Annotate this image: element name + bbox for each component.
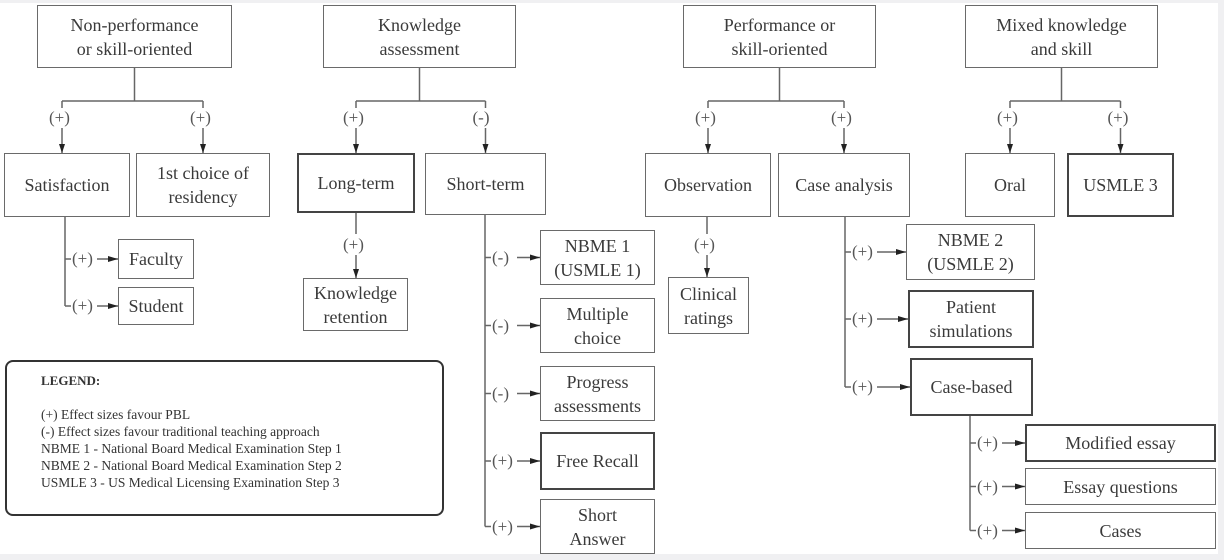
arrow-right-icon [1015,527,1025,534]
effect-sign: (+) [996,108,1019,127]
effect-sign: (+) [976,476,999,496]
effect-sign: (+) [71,296,94,315]
node-free-recall: Free Recall [540,432,655,490]
effect-sign: (+) [342,235,365,254]
node-performance: Performance or skill-oriented [683,5,876,68]
node-long-term: Long-term [297,153,415,213]
node-case-analysis: Case analysis [778,153,910,217]
node-patient-sim: Patient simulations [908,290,1034,348]
arrow-down-icon [353,269,359,278]
arrow-down-icon [353,144,359,153]
effect-sign: (+) [851,309,874,328]
effect-sign: (+) [189,108,212,127]
arrow-right-icon [530,458,540,464]
effect-sign: (+) [851,377,874,396]
arrow-right-icon [1015,440,1025,446]
arrow-down-icon [1007,144,1013,153]
legend-line-pbl: (+) Effect sizes favour PBL [41,407,191,422]
effect-sign: (+) [694,108,717,127]
effect-sign: (+) [491,516,514,536]
effect-sign: (-) [491,383,510,403]
node-observation: Observation [645,153,771,217]
effect-sign: (+) [1106,108,1130,127]
node-cases: Cases [1025,512,1216,549]
node-faculty: Faculty [118,239,194,279]
node-short-answer: Short Answer [540,499,655,554]
effect-sign: (+) [491,451,514,470]
legend-line-usmle3: USMLE 3 - US Medical Licensing Examinati… [41,475,340,490]
arrow-right-icon [1015,483,1025,490]
effect-sign: (+) [851,242,874,261]
legend-line-nbme1: NBME 1 - National Board Medical Examinat… [41,441,342,456]
node-oral: Oral [965,153,1055,217]
node-knowledge-retention: Knowledge retention [303,278,408,331]
node-multiple-choice: Multiple choice [540,298,655,353]
arrow-right-icon [530,254,540,261]
arrow-down-icon [59,144,65,153]
node-case-based: Case-based [910,358,1033,416]
node-knowledge: Knowledge assessment [323,5,516,68]
node-student: Student [118,287,194,325]
right-border [1218,0,1224,560]
effect-sign: (-) [471,108,491,127]
node-residency: 1st choice of residency [136,153,270,217]
node-nbme1: NBME 1 (USMLE 1) [540,230,655,285]
arrow-down-icon [200,144,206,153]
node-mixed: Mixed knowledge and skill [965,5,1158,68]
arrow-right-icon [530,322,540,329]
node-progress: Progress assessments [540,366,655,421]
arrow-down-icon [1117,144,1124,153]
bottom-border [0,554,1224,560]
arrow-right-icon [108,303,118,309]
arrow-down-icon [704,268,710,277]
arrow-right-icon [530,390,540,397]
node-usmle3: USMLE 3 [1067,153,1174,217]
effect-sign: (-) [491,247,510,267]
effect-sign: (-) [491,315,510,335]
effect-sign: (+) [342,108,365,127]
arrow-down-icon [841,144,847,153]
arrow-right-icon [108,256,118,262]
legend-line-traditional: (-) Effect sizes favour traditional teac… [41,424,320,439]
effect-sign: (+) [976,520,999,540]
legend-box: LEGEND: (+) Effect sizes favour PBL (-) … [5,360,444,516]
arrow-right-icon [896,249,906,255]
legend-line-nbme2: NBME 2 - National Board Medical Examinat… [41,458,342,473]
arrow-down-icon [482,144,489,153]
legend-title: LEGEND: [41,373,101,388]
effect-sign: (+) [830,108,853,127]
node-modified-essay: Modified essay [1025,424,1216,462]
effect-sign: (+) [71,249,94,268]
node-nbme2: NBME 2 (USMLE 2) [906,224,1035,280]
arrow-right-icon [530,523,540,530]
node-essay-questions: Essay questions [1025,468,1216,505]
arrow-right-icon [898,316,908,322]
arrow-down-icon [705,144,711,153]
top-border [0,0,1224,3]
effect-sign: (+) [976,433,999,452]
node-clinical-ratings: Clinical ratings [668,277,749,334]
effect-sign: (+) [693,235,716,254]
node-short-term: Short-term [425,153,546,215]
node-satisfaction: Satisfaction [4,153,130,217]
arrow-right-icon [900,384,910,390]
node-non-performance: Non-performance or skill-oriented [37,5,232,68]
effect-sign: (+) [48,108,71,127]
